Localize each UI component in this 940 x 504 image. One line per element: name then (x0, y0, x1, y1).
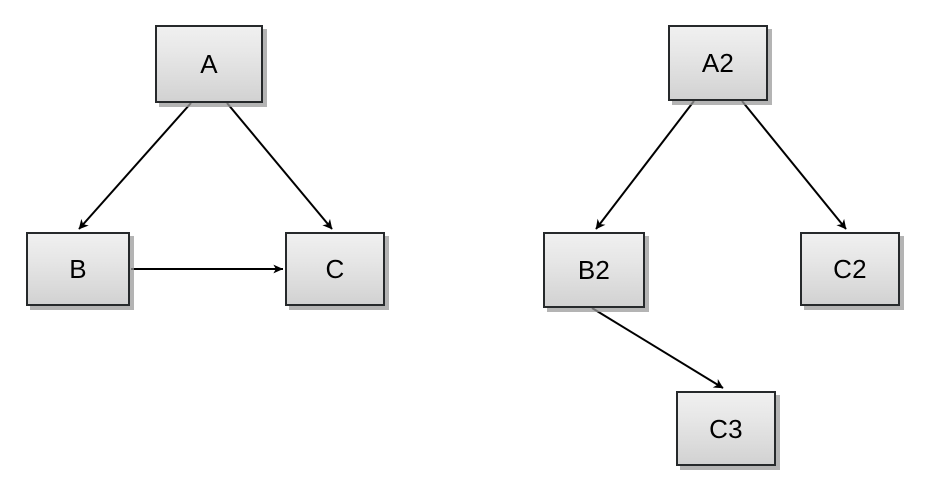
node-c3[interactable]: C3 (676, 391, 776, 466)
node-a[interactable]: A (155, 25, 263, 103)
node-label: A2 (701, 48, 735, 78)
edges-group (78, 100, 847, 389)
node-a2[interactable]: A2 (668, 25, 768, 101)
node-b[interactable]: B (26, 232, 130, 306)
node-label: C3 (709, 413, 743, 444)
node-label: B2 (577, 255, 611, 285)
node-c2[interactable]: C2 (800, 232, 900, 306)
node-label: B (69, 254, 87, 284)
node-c[interactable]: C (285, 232, 385, 306)
edge-a2-to-b2[interactable] (595, 100, 695, 230)
node-label: C2 (833, 254, 867, 284)
edge-a-to-c[interactable] (226, 102, 333, 230)
edge-a-to-b[interactable] (78, 102, 192, 230)
edge-a2-to-c2[interactable] (741, 100, 847, 230)
edge-b2-to-c3[interactable] (591, 307, 724, 389)
node-label: A (200, 49, 218, 79)
node-b2[interactable]: B2 (543, 232, 645, 308)
node-label: C (325, 254, 345, 284)
